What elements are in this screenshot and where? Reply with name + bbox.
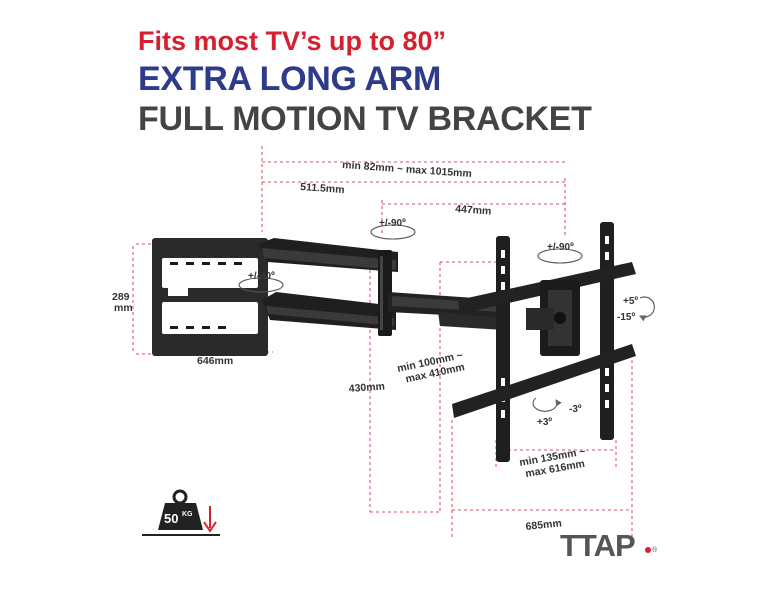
tv-mount-head — [452, 222, 636, 462]
dim-arm-length-1: 511.5mm — [300, 181, 345, 196]
rotation-label-arm-wall: +/-90º — [248, 271, 275, 282]
dim-wall-plate-height: 289 mm — [112, 291, 133, 314]
arm-lower — [262, 292, 396, 330]
brand-registered-mark: ® — [652, 546, 658, 554]
wall-plate — [152, 238, 268, 356]
dim-arm-length-2: 447mm — [455, 203, 492, 217]
rotation-label-tilt-up: +5º — [623, 296, 638, 307]
rotation-label-head: +/-90º — [547, 242, 574, 253]
rotation-label-level-minus: -3º — [569, 404, 582, 415]
dim-wall-plate-width: 646mm — [197, 355, 233, 367]
dim-vesa-vertical: min 100mm ~ max 410mm — [396, 349, 469, 387]
weight-icon: 50 KG — [142, 489, 220, 536]
arm-joint — [378, 250, 392, 336]
weight-unit: KG — [182, 511, 193, 518]
rotation-label-tilt-down: -15º — [617, 312, 635, 323]
rotation-arrows — [238, 224, 655, 412]
brand-logo: TTAP — [560, 528, 635, 563]
dim-arm-drop: 430mm — [348, 380, 385, 394]
rotation-label-level-plus: +3º — [537, 417, 552, 428]
headline-full-motion: FULL MOTION TV BRACKET — [138, 100, 592, 138]
headline-fits: Fits most TV’s up to 80” — [138, 26, 447, 56]
down-arrow-icon — [203, 506, 217, 533]
dim-overall-width: 685mm — [525, 517, 562, 533]
headline-extra-long-arm: EXTRA LONG ARM — [138, 60, 442, 98]
brand-dot — [645, 547, 651, 553]
dim-vesa-horizontal: min 135mm ~ max 616mm — [518, 445, 591, 481]
weight-value: 50 — [164, 511, 178, 526]
rotation-label-arm-mid: +/-90º — [379, 218, 406, 229]
arm-upper — [258, 238, 398, 272]
